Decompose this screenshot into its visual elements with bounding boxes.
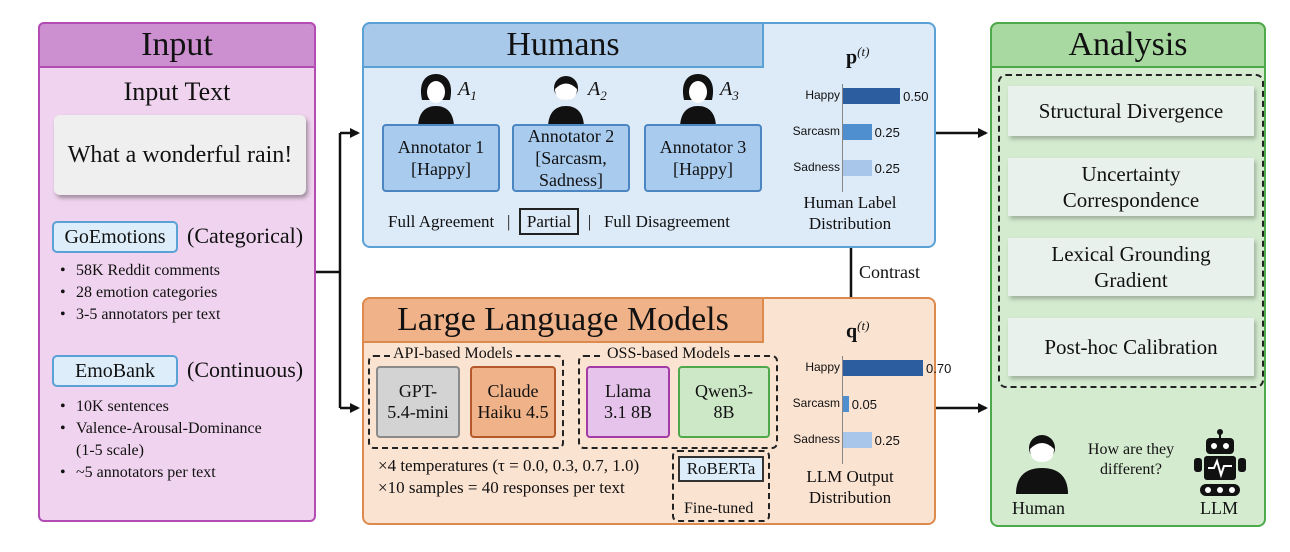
llm-dist-value: 0.25: [874, 433, 900, 448]
bullet-item: 10K sentences: [56, 396, 312, 418]
human-dist-axis: [842, 84, 843, 192]
llm-dist-label: Happy: [805, 360, 840, 374]
llm-label: LLM: [1200, 498, 1238, 518]
goemotions-type: (Categorical): [187, 223, 304, 248]
p-symbol: p(t): [846, 44, 870, 69]
annotator-2-box: Annotator 2 [Sarcasm, Sadness]: [512, 124, 630, 192]
input-text-title: Input Text: [123, 77, 231, 106]
annotator-name: Annotator 2: [527, 126, 615, 146]
model-gpt: GPT-5.4-mini: [376, 366, 460, 438]
annotator-3-symbol: A3: [720, 78, 739, 103]
llm-title: Large Language Models: [362, 297, 764, 343]
humans-title: Humans: [362, 22, 764, 68]
method-structural-divergence: Structural Divergence: [1008, 86, 1254, 136]
roberta-box: RoBERTa: [678, 456, 764, 482]
llm-dist-axis: [842, 356, 843, 464]
q-symbol: q(t): [846, 318, 870, 343]
robot-icon: [1194, 429, 1246, 496]
female-annotator-icon: [418, 74, 454, 128]
contrast-label: Contrast: [857, 262, 922, 283]
annotator-name: Annotator 1: [397, 137, 485, 157]
llm-dist-label: Sadness: [793, 432, 840, 446]
goemotions-box: GoEmotions: [52, 221, 178, 253]
oss-group-title: OSS-based Models: [604, 345, 734, 363]
llm-dist-label: Sarcasm: [792, 396, 840, 410]
male-annotator-icon: [548, 76, 584, 128]
llm-dist-bar: [843, 360, 923, 376]
annotator-labels: [Happy]: [673, 159, 733, 179]
api-group-title: API-based Models: [390, 345, 516, 363]
human-icon: [1016, 435, 1068, 494]
annotator-1-symbol: A1: [458, 78, 477, 103]
female-annotator-icon: [680, 74, 716, 128]
bullet-item: 3-5 annotators per text: [56, 304, 306, 326]
annotator-2-symbol: A2: [588, 78, 607, 103]
model-qwen: Qwen3-8B: [678, 366, 770, 438]
annotator-labels: [Sarcasm,: [535, 148, 607, 168]
human-dist-bar: [843, 124, 872, 140]
annotator-labels: Sadness]: [539, 170, 603, 190]
finetuned-label: Fine-tuned: [684, 500, 754, 517]
human-dist-value: 0.25: [874, 125, 900, 140]
agreement-none: Full Disagreement: [603, 212, 730, 231]
analysis-title: Analysis: [990, 22, 1266, 68]
bullet-item: 58K Reddit comments: [56, 260, 306, 282]
agreement-partial: Partial: [518, 208, 580, 235]
annotator-labels: [Happy]: [411, 159, 471, 179]
temperatures-text: ×4 temperatures (τ = 0.0, 0.3, 0.7, 1.0): [378, 456, 640, 475]
human-dist-label: Happy: [805, 88, 840, 102]
bullet-item: ~5 annotators per text: [56, 462, 312, 484]
annotator-1-box: Annotator 1 [Happy]: [382, 124, 500, 192]
method-posthoc-calibration: Post-hoc Calibration: [1008, 318, 1254, 376]
input-title: Input: [38, 22, 316, 68]
human-dist-value: 0.50: [903, 89, 929, 104]
bullet-item: Valence-Arousal-Dominance: [56, 418, 312, 440]
human-label: Human: [1012, 498, 1065, 518]
human-dist-bar: [843, 160, 872, 176]
llm-dist-value: 0.05: [851, 397, 878, 412]
separator: |: [506, 212, 511, 231]
human-dist-value: 0.25: [874, 161, 900, 176]
llm-dist-bar: [843, 396, 849, 412]
annotator-3-box: Annotator 3 [Happy]: [644, 124, 762, 192]
annotator-name: Annotator 3: [659, 137, 747, 157]
llm-dist-bar: [843, 432, 872, 448]
agreement-full: Full Agreement: [388, 212, 495, 231]
llm-dist-value: 0.70: [926, 361, 952, 376]
emobank-type: (Continuous): [187, 357, 304, 382]
example-text: What a wonderful rain!: [54, 115, 306, 195]
emobank-bullets: 10K sentences Valence-Arousal-Dominance …: [56, 396, 312, 484]
analysis-methods-group: [998, 74, 1264, 388]
separator: |: [587, 212, 592, 231]
human-dist-bar: [843, 88, 901, 104]
samples-text: ×10 samples = 40 responses per text: [378, 478, 625, 497]
emobank-box: EmoBank: [52, 355, 178, 387]
bullet-item: (1-5 scale): [76, 442, 144, 459]
finetuned-group: [672, 450, 770, 522]
agreement-levels: Full Agreement | Partial | Full Disagree…: [388, 208, 730, 235]
human-dist-label: Sarcasm: [792, 124, 840, 138]
human-dist-label: Sadness: [793, 160, 840, 174]
bullet-item: 28 emotion categories: [56, 282, 306, 304]
goemotions-bullets: 58K Reddit comments 28 emotion categorie…: [56, 260, 306, 326]
